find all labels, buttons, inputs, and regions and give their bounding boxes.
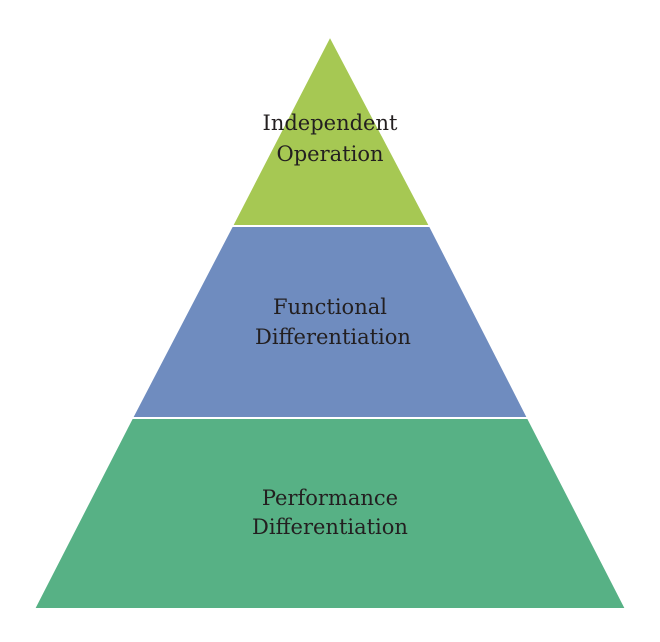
tier-label-top-line-1: Independent: [263, 111, 398, 135]
tier-label-middle-line-1: Functional: [273, 295, 387, 319]
tier-performance-differentiation: [32, 417, 628, 610]
tier-label-bottom-line-2: Differentiation: [252, 515, 408, 539]
tier-label-bottom-line-1: Performance: [262, 486, 398, 510]
tier-independent-operation: [230, 33, 432, 227]
tier-label-middle-line-2: Differentiation: [255, 325, 411, 349]
tier-label-top-line-2: Operation: [277, 142, 384, 166]
tier-functional-differentiation: [130, 225, 530, 419]
